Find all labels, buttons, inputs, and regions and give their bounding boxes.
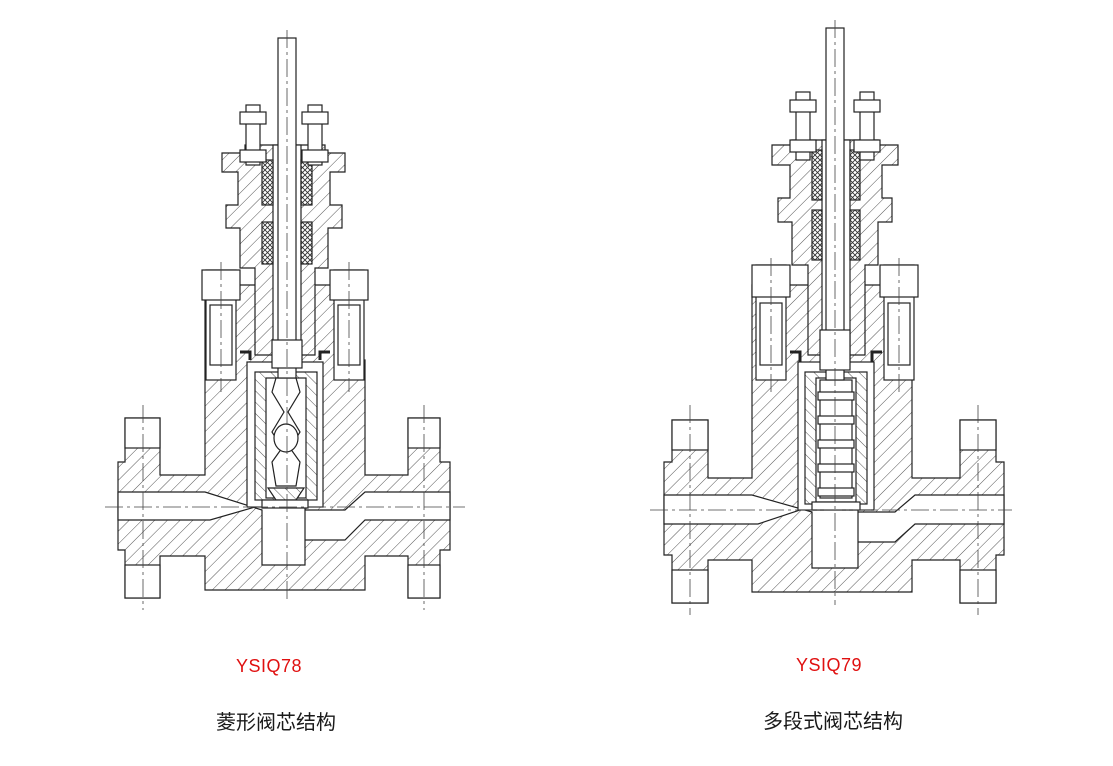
caption-multi-stage-plug: 多段式阀芯结构 bbox=[763, 709, 903, 733]
valve-ysiq79-drawing bbox=[650, 20, 1012, 615]
valve-ysiq78-drawing bbox=[105, 30, 465, 610]
caption-diamond-plug: 菱形阀芯结构 bbox=[216, 710, 336, 734]
multi-stage-plug bbox=[817, 379, 855, 499]
packing-lower bbox=[261, 221, 274, 265]
model-label-ysiq79: YSIQ79 bbox=[796, 655, 863, 675]
packing-upper bbox=[261, 159, 274, 206]
packing-upper bbox=[811, 149, 823, 201]
model-label-ysiq78: YSIQ78 bbox=[236, 656, 303, 676]
packing-lower bbox=[811, 209, 823, 261]
